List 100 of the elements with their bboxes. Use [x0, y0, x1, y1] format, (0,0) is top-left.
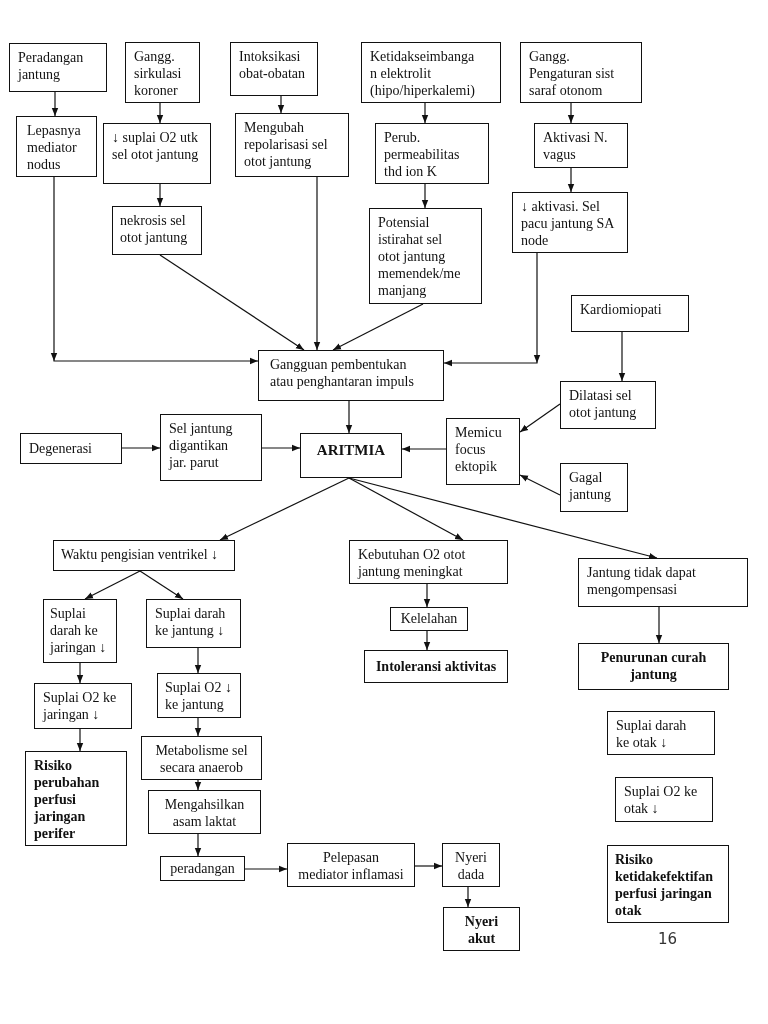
process-box	[571, 295, 689, 332]
box-text: ↓ aktivasi. Sel pacu jantung SA node	[521, 198, 615, 249]
box-text: Penurunan curah jantung	[599, 649, 708, 683]
box-text: Sel jantung digantikan jar. parut	[169, 420, 234, 471]
process-box	[369, 208, 482, 304]
box-text: Gangguan pembentukan atau penghantaran impuls	[270, 356, 415, 390]
process-box	[615, 777, 713, 822]
arrow	[50, 176, 259, 365]
process-box	[43, 599, 117, 663]
box-text: Peradangan jantung	[18, 49, 85, 83]
box-text: Intoksikasi obat-obatan	[239, 48, 307, 82]
arrow	[519, 474, 561, 496]
process-box	[235, 113, 349, 177]
arrow	[194, 779, 202, 791]
diagnosis-box	[578, 643, 729, 690]
box-text: Risiko ketidakefektifan perfusi jaringan otak	[615, 851, 714, 919]
process-box	[53, 540, 235, 571]
box-text: Gagal jantung	[569, 469, 612, 503]
process-box	[443, 907, 520, 951]
process-box	[512, 192, 628, 253]
process-box	[375, 123, 489, 184]
process-box	[560, 463, 628, 512]
arrow	[261, 444, 301, 452]
process-box	[160, 856, 245, 881]
process-box	[287, 843, 415, 887]
process-box	[300, 433, 402, 478]
box-text: Lepasnya mediator nodus	[27, 122, 82, 173]
box-text: Mengahsilkan asam laktat	[163, 796, 246, 830]
box-text: Risiko perubahan perfusi jaringan perifer	[34, 757, 101, 842]
arrow	[345, 400, 353, 434]
arrow	[423, 630, 431, 651]
process-box	[125, 42, 200, 103]
arrow	[194, 833, 202, 857]
box-text: Perub. permeabilitas thd ion K	[384, 129, 461, 180]
diagnosis-box	[25, 751, 127, 846]
process-box	[520, 42, 642, 103]
box-text: Kelelahan	[399, 610, 459, 627]
process-box	[103, 123, 211, 184]
process-box	[230, 42, 318, 96]
arrow	[277, 95, 285, 114]
arrow	[401, 445, 447, 453]
diagnosis-box	[607, 845, 729, 923]
process-box	[534, 123, 628, 168]
arrow	[76, 728, 84, 752]
box-text: Jantung tidak dapat mengompensasi	[587, 564, 697, 598]
process-box	[148, 790, 261, 834]
box-text: Aktivasi N. vagus	[543, 129, 609, 163]
arrow	[194, 647, 202, 674]
arrow	[414, 862, 443, 870]
arrow	[159, 254, 305, 351]
arrow	[332, 303, 424, 351]
process-box	[157, 673, 241, 718]
process-box	[578, 558, 748, 607]
arrow	[244, 865, 288, 873]
box-text: Nyeri akut	[463, 913, 500, 947]
arrow	[421, 102, 429, 124]
box-text: Metabolisme sel secara anaerob	[154, 742, 249, 776]
box-text: Gangg. sirkulasi koroner	[134, 48, 183, 99]
process-box	[560, 381, 656, 429]
box-text: Kardiomiopati	[580, 301, 663, 318]
arrow	[194, 717, 202, 737]
process-box	[112, 206, 202, 255]
arrow	[519, 403, 561, 433]
process-box	[258, 350, 444, 401]
process-box	[446, 418, 520, 485]
process-box	[442, 843, 500, 887]
box-text: Memicu focus ektopik	[455, 424, 503, 475]
process-box	[361, 42, 501, 103]
box-text: ARITMIA	[315, 442, 387, 459]
box-text: ↓ suplai O2 utk sel otot jantung	[112, 129, 200, 163]
box-text: Waktu pengisian ventrikel ↓	[61, 546, 220, 563]
arrow	[423, 583, 431, 608]
process-box	[9, 43, 107, 92]
box-text: Intoleransi aktivitas	[374, 658, 498, 675]
box-text: Potensial istirahat sel otot jantung memendek/me manjang	[378, 214, 462, 299]
box-text: Suplai darah ke otak ↓	[616, 717, 688, 751]
arrow	[156, 183, 164, 207]
process-box	[20, 433, 122, 464]
process-box	[160, 414, 262, 481]
box-text: Gangg. Pengaturan sist saraf otonom	[529, 48, 616, 99]
process-box	[349, 540, 508, 584]
process-box	[607, 711, 715, 755]
box-text: Dilatasi sel otot jantung	[569, 387, 638, 421]
arrow	[618, 331, 626, 382]
arrow	[121, 444, 161, 452]
box-text: Ketidakseimbanga n elektrolit (hipo/hiperkalemi)	[370, 48, 476, 99]
box-text: Suplai O2 ↓ ke jantung	[165, 679, 233, 713]
box-text: nekrosis sel otot jantung	[120, 212, 189, 246]
arrow	[567, 167, 575, 193]
box-text: Suplai O2 ke jaringan ↓	[43, 689, 118, 723]
box-text: Pelepasan mediator inflamasi	[297, 849, 405, 883]
box-text: Degenerasi	[29, 440, 93, 457]
arrow	[84, 570, 141, 600]
box-text: Suplai O2 ke otak ↓	[624, 783, 699, 817]
box-text: Suplai darah ke jaringan ↓	[50, 605, 108, 656]
box-text: Kebutuhan O2 otot jantung meningkat	[358, 546, 467, 580]
box-text: Nyeri dada	[454, 849, 488, 883]
process-box	[364, 650, 508, 683]
page-number: 16	[658, 930, 678, 948]
box-text: peradangan	[169, 860, 236, 877]
